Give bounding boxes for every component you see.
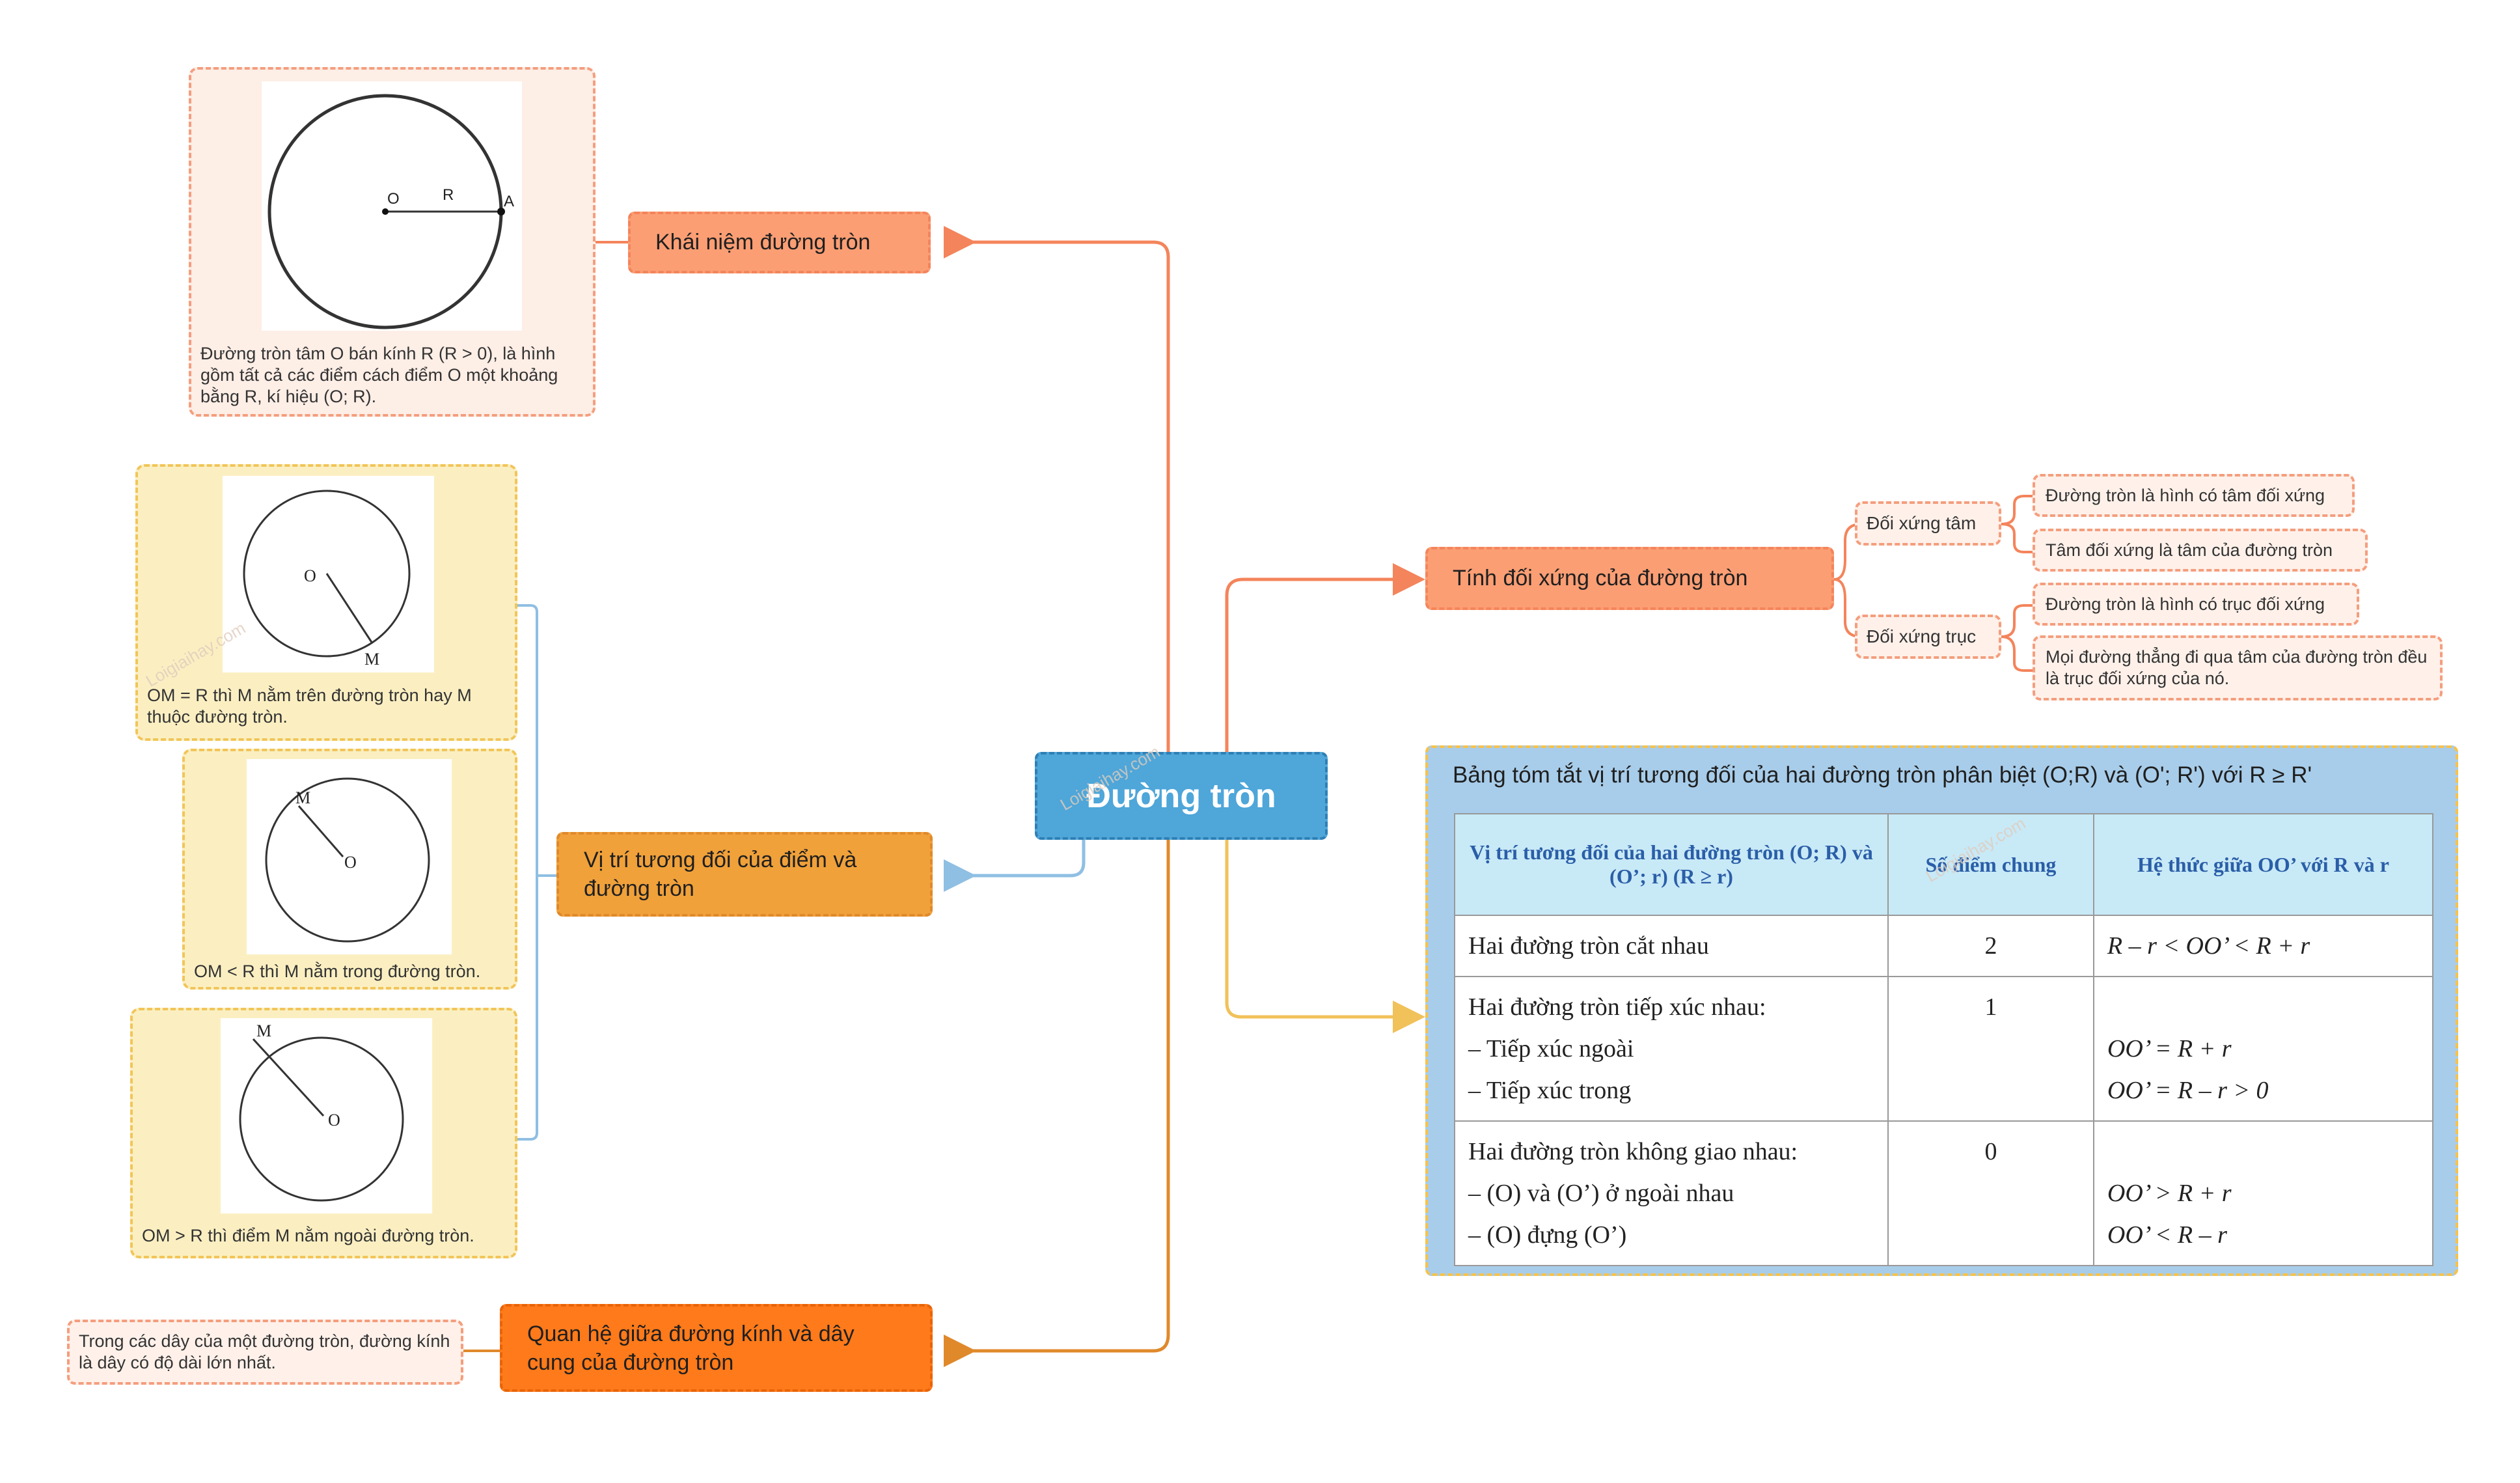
topic-position[interactable]: Vị trí tương đối của điểm và đường tròn — [556, 832, 933, 917]
case-inside-note: OM < R thì M nằm trong đường tròn. — [194, 962, 481, 981]
leaf-center-symmetry-1: Đường tròn là hình có tâm đối xứng — [2033, 474, 2355, 517]
header-relation: Hệ thức giữa OO’ với R và r — [2092, 813, 2434, 916]
leaf-axial-symmetry-2: Mọi đường thẳng đi qua tâm của đường trò… — [2033, 635, 2443, 700]
svg-text:O: O — [304, 566, 316, 585]
position-case-inside: M O OM < R thì M nằm trong đường tròn. — [182, 749, 517, 990]
svg-text:O: O — [328, 1111, 340, 1130]
branch-axial-symmetry[interactable]: Đối xứng trục — [1855, 615, 2001, 659]
table-title: Bảng tóm tắt vị trí tương đối của hai đư… — [1453, 762, 2312, 788]
case-on-note: OM = R thì M nằm trên đường tròn hay M t… — [147, 686, 472, 727]
svg-text:M: M — [256, 1021, 271, 1040]
link-concept — [944, 226, 1170, 752]
topic-diameter-label: Quan hệ giữa đường kính và dây cung của … — [527, 1321, 855, 1375]
topic-symmetry-label: Tính đối xứng của đường tròn — [1453, 566, 1748, 590]
header-position: Vị trí tương đối của hai đường tròn (O; … — [1454, 813, 1889, 916]
topic-position-label: Vị trí tương đối của điểm và đường tròn — [584, 848, 857, 901]
label-o: O — [387, 190, 400, 208]
link-diameter — [944, 840, 1170, 1367]
svg-text:M: M — [364, 650, 379, 669]
topic-concept-label: Khái niệm đường tròn — [655, 230, 871, 255]
table-card: Bảng tóm tắt vị trí tương đối của hai đư… — [1425, 745, 2458, 1276]
header-points: Số điểm chung — [1887, 813, 2094, 916]
case-on-figure: O M — [223, 476, 434, 672]
leaf-center-symmetry-2: Tâm đối xứng là tâm của đường tròn — [2033, 529, 2368, 572]
link-symmetry — [1225, 563, 1425, 752]
label-a: A — [504, 193, 514, 210]
position-bracket — [517, 604, 538, 1141]
branch-central-symmetry[interactable]: Đối xứng tâm — [1855, 501, 2001, 546]
case-outside-figure: M O — [221, 1018, 432, 1213]
topic-concept[interactable]: Khái niệm đường tròn — [628, 212, 931, 273]
leaf-axial-symmetry-1: Đường tròn là hình có trục đối xứng — [2033, 583, 2359, 626]
topic-diameter[interactable]: Quan hệ giữa đường kính và dây cung của … — [500, 1304, 933, 1392]
concept-figure: O R A — [262, 81, 522, 331]
table-row: Hai đường tròn không giao nhau: – (O) và… — [1454, 1120, 2434, 1266]
case-outside-note: OM > R thì điểm M nằm ngoài đường tròn. — [142, 1226, 474, 1245]
label-r: R — [443, 186, 454, 204]
position-case-outside: M O OM > R thì điểm M nằm ngoài đường tr… — [130, 1008, 517, 1258]
central-node[interactable]: Đường tròn — [1035, 752, 1328, 840]
topic-symmetry[interactable]: Tính đối xứng của đường tròn — [1425, 547, 1834, 610]
svg-text:M: M — [295, 788, 310, 807]
svg-text:O: O — [344, 853, 357, 872]
position-case-on: O M OM = R thì M nằm trên đường tròn hay… — [135, 464, 517, 741]
link-table — [1225, 840, 1425, 1033]
relative-position-table: Vị trí tương đối của hai đường tròn (O; … — [1454, 813, 2434, 1266]
circle-radius-figure: O R A — [267, 94, 514, 329]
table-row: Hai đường tròn tiếp xúc nhau: – Tiếp xúc… — [1454, 976, 2434, 1122]
link-position — [944, 840, 1086, 892]
diameter-note: Trong các dây của một đường tròn, đường … — [67, 1320, 463, 1385]
central-title: Đường tròn — [1086, 777, 1276, 815]
table-row: Hai đường tròn cắt nhau 2 R – r < OO’ < … — [1454, 915, 2434, 977]
table-header-row: Vị trí tương đối của hai đường tròn (O; … — [1454, 813, 2434, 916]
concept-note: Đường tròn tâm O bán kính R (R > 0), là … — [200, 344, 558, 406]
concept-card: O R A Đường tròn tâm O bán kính R (R > 0… — [189, 67, 596, 417]
case-inside-figure: M O — [247, 759, 452, 954]
